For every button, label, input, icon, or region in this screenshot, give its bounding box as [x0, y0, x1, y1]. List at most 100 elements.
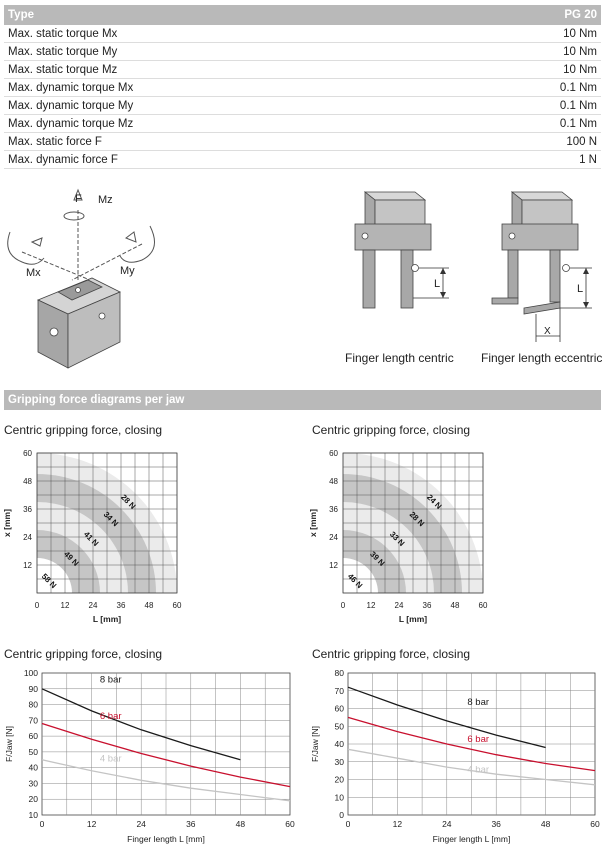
gripper-torque-illustration: F Mz Mx My — [7, 188, 155, 369]
series-label: 6 bar — [100, 711, 122, 722]
y-tick-label: 36 — [23, 505, 32, 514]
series-label: 6 bar — [467, 734, 489, 745]
spec-row-label: Max. static force F — [4, 132, 451, 151]
y-tick-label: 48 — [329, 477, 338, 486]
x-tick-label: 12 — [393, 819, 403, 829]
x-tick-label: 36 — [186, 819, 196, 829]
spec-row-value: 0.1 Nm — [450, 96, 601, 115]
x-tick-label: 12 — [87, 819, 97, 829]
y-tick-label: 40 — [29, 763, 39, 773]
y-tick-label: 70 — [29, 715, 39, 725]
spec-row-label: Max. dynamic torque My — [4, 96, 451, 115]
axis-my-label: My — [120, 265, 135, 277]
x-tick-label: 24 — [136, 819, 146, 829]
series-line — [347, 686, 546, 749]
y-tick-label: 24 — [329, 533, 338, 542]
x-tick-label: 60 — [590, 819, 600, 829]
line-chart-1-title: Centric gripping force, closing — [4, 647, 163, 661]
y-axis-label: F/Jaw [N] — [4, 726, 14, 762]
spec-row-value: 10 Nm — [450, 42, 601, 61]
y-tick-label: 60 — [23, 449, 32, 458]
series-line — [41, 688, 241, 761]
y-tick-label: 12 — [23, 561, 32, 570]
line-chart-2-title: Centric gripping force, closing — [312, 647, 471, 661]
x-tick-label: 48 — [451, 601, 460, 610]
spec-row-label: Max. dynamic force F — [4, 150, 451, 169]
spec-row-label: Max. static torque Mz — [4, 60, 451, 79]
y-axis-label: F/Jaw [N] — [310, 726, 320, 762]
y-tick-label: 100 — [24, 668, 38, 678]
y-tick-label: 80 — [29, 700, 39, 710]
x-tick-label: 24 — [395, 601, 404, 610]
x-tick-label: 12 — [61, 601, 70, 610]
x-tick-label: 60 — [285, 819, 295, 829]
spec-row-label: Max. dynamic torque Mx — [4, 78, 451, 97]
axis-f-label: F — [75, 193, 82, 205]
x-tick-label: 60 — [173, 601, 182, 610]
x-axis-label: L [mm] — [399, 614, 427, 624]
series-line — [41, 722, 291, 788]
spec-row-label: Max. static torque Mx — [4, 25, 451, 43]
area-chart-1-title: Centric gripping force, closing — [4, 423, 163, 437]
y-tick-label: 50 — [335, 721, 345, 731]
x-tick-label: 0 — [341, 601, 346, 610]
spec-row-value: 10 Nm — [450, 25, 601, 43]
finger-length-centric-illustration: L — [354, 191, 449, 309]
y-tick-label: 24 — [23, 533, 32, 542]
x-tick-label: 0 — [40, 819, 45, 829]
y-tick-label: 20 — [29, 794, 39, 804]
y-axis-label: x [mm] — [308, 509, 318, 537]
spec-row-label: Max. static torque My — [4, 42, 451, 61]
x-tick-label: 24 — [89, 601, 98, 610]
spec-row-label: Max. dynamic torque Mz — [4, 114, 451, 133]
y-tick-label: 40 — [335, 739, 345, 749]
y-tick-label: 10 — [335, 792, 345, 802]
y-tick-label: 60 — [329, 449, 338, 458]
x-tick-label: 0 — [346, 819, 351, 829]
x-tick-label: 36 — [491, 819, 501, 829]
spec-row-value: 1 N — [450, 150, 601, 169]
x-tick-label: 48 — [541, 819, 551, 829]
x-tick-label: 12 — [367, 601, 376, 610]
x-axis-label: L [mm] — [93, 614, 121, 624]
x-axis-label: Finger length L [mm] — [433, 834, 511, 844]
x-tick-label: 48 — [236, 819, 246, 829]
y-tick-label: 30 — [335, 757, 345, 767]
x-tick-label: 36 — [117, 601, 126, 610]
y-tick-label: 10 — [29, 810, 39, 820]
y-tick-label: 36 — [329, 505, 338, 514]
series-label: 4 bar — [467, 764, 489, 775]
series-line — [347, 748, 596, 786]
spec-row-value: 0.1 Nm — [450, 114, 601, 133]
y-tick-label: 30 — [29, 778, 39, 788]
x-tick-label: 24 — [442, 819, 452, 829]
y-tick-label: 50 — [29, 747, 39, 757]
spec-header-label: Type — [4, 5, 451, 25]
y-tick-label: 20 — [335, 775, 345, 785]
series-line — [347, 716, 596, 772]
y-tick-label: 48 — [23, 477, 32, 486]
area-chart-2-title: Centric gripping force, closing — [312, 423, 471, 437]
y-tick-label: 70 — [335, 686, 345, 696]
finger-length-centric-caption: Finger length centric — [345, 351, 454, 365]
axis-mz-label: Mz — [98, 194, 113, 206]
y-tick-label: 60 — [29, 731, 39, 741]
force-band — [37, 558, 72, 593]
axis-mx-label: Mx — [26, 267, 41, 279]
force-band — [343, 558, 378, 593]
series-label: 8 bar — [467, 697, 489, 708]
x-tick-label: 48 — [145, 601, 154, 610]
spec-row-value: 100 N — [450, 132, 601, 151]
finger-length-eccentric-illustration: L X — [491, 191, 592, 342]
section-title: Gripping force diagrams per jaw — [4, 390, 601, 410]
series-label: 8 bar — [100, 674, 122, 685]
